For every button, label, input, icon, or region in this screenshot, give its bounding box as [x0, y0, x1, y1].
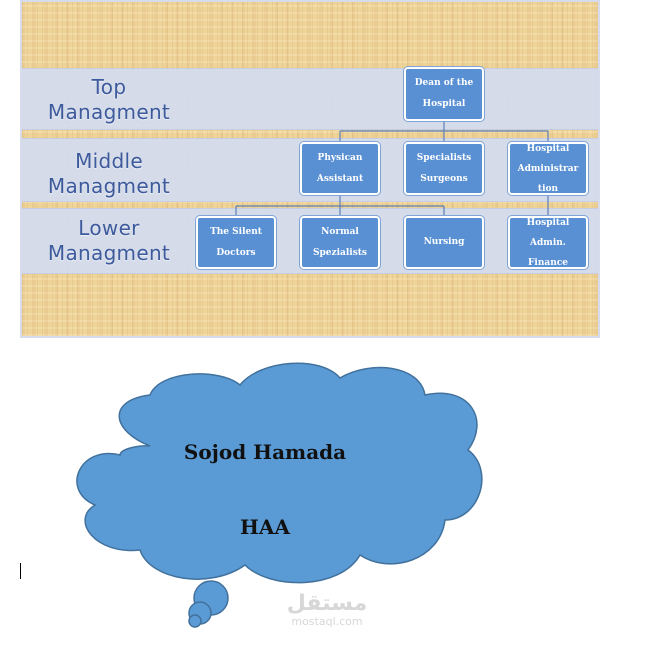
- level-label-lower-line2: Managment: [47, 241, 171, 265]
- watermark-latin: mostaql.com: [291, 615, 363, 628]
- mostaql-watermark: مستقل mostaql.com: [282, 592, 372, 628]
- level-label-top-line1: Top: [91, 75, 127, 99]
- node-dean-label: Dean of the Hospital: [414, 78, 474, 109]
- top-management-band: [22, 68, 598, 130]
- text-cursor: [20, 563, 21, 579]
- node-hospital-admin-finance-label: Hospital Admin. Finance: [526, 217, 570, 268]
- node-silent-doctors-label: The Silent Doctors: [210, 226, 262, 258]
- level-label-lower-line1: Lower: [78, 216, 140, 240]
- node-nursing-label: Nursing: [423, 237, 465, 247]
- level-label-middle-line2: Managment: [47, 174, 171, 198]
- watermark-arabic: مستقل: [286, 591, 368, 616]
- node-nursing[interactable]: Nursing: [404, 216, 484, 269]
- node-hospital-admin-finance[interactable]: Hospital Admin. Finance: [508, 216, 588, 269]
- node-dean-of-hospital[interactable]: Dean of the Hospital: [404, 67, 484, 121]
- level-label-top: Top Managment: [24, 75, 194, 125]
- node-normal-spezialists-label: Normal Spezialists: [312, 226, 367, 258]
- node-specialists-surgeons[interactable]: Specialists Surgeons: [404, 142, 484, 195]
- node-silent-doctors[interactable]: The Silent Doctors: [196, 216, 276, 269]
- level-label-middle-line1: Middle: [75, 149, 143, 173]
- node-hospital-administration-label: Hospital Administrar tion: [517, 143, 579, 194]
- node-normal-spezialists[interactable]: Normal Spezialists: [300, 216, 380, 269]
- cloud-shape: [76, 362, 483, 584]
- level-label-top-line2: Managment: [47, 100, 171, 124]
- node-hospital-administration[interactable]: Hospital Administrar tion: [508, 142, 588, 195]
- cloud-name-text: Sojod Hamada: [183, 440, 347, 464]
- level-label-lower: Lower Managment: [24, 216, 194, 266]
- node-physican-assistant[interactable]: Physican Assistant: [300, 142, 380, 195]
- cloud-label-text: HAA: [240, 515, 290, 539]
- node-physican-assistant-label: Physican Assistant: [316, 152, 364, 184]
- thought-bubble-small: [188, 614, 202, 628]
- node-specialists-surgeons-label: Specialists Surgeons: [416, 152, 472, 184]
- level-label-middle: Middle Managment: [24, 149, 194, 199]
